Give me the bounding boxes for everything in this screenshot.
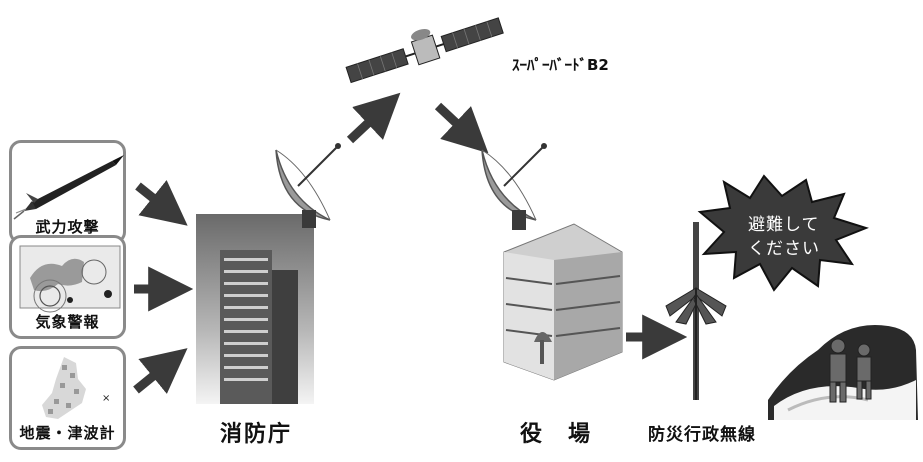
loudspeaker-tower-icon — [665, 222, 727, 400]
arrow-armed-attack-to-fire-agency — [135, 180, 188, 226]
fire-agency-label: 消防庁 — [220, 422, 293, 447]
arrow-fire-agency-to-satellite — [346, 92, 401, 144]
weather-map-icon — [19, 245, 121, 313]
arrow-satellite-to-town-office — [434, 102, 489, 154]
announcement-starburst — [697, 174, 869, 292]
missile-icon — [13, 155, 124, 220]
source-label-armed-attack: 武力攻撃 — [35, 218, 100, 236]
town-office-label: 役 場 — [520, 422, 593, 447]
source-label-earthquake-tsunami: 地震・津波計 — [19, 424, 116, 442]
satellite-dish-icon — [275, 143, 341, 228]
evacuees-illustration — [768, 325, 918, 420]
satellite-label: ｽｰﾊﾟｰﾊﾞｰﾄﾞB2 — [512, 56, 609, 74]
town-office-building — [503, 223, 623, 381]
announcement-text-line1: 避難して — [748, 215, 820, 235]
disaster-radio-label: 防災行政無線 — [648, 425, 756, 445]
source-box-weather-warning: 気象警報 — [9, 235, 126, 339]
announcement-text-line2: ください — [748, 239, 820, 259]
source-label-weather-warning: 気象警報 — [35, 313, 100, 331]
satellite-dish-icon — [481, 143, 547, 230]
satellite-icon — [345, 17, 504, 84]
svg-text:×: × — [102, 393, 110, 404]
source-box-armed-attack: 武力攻撃 — [9, 140, 126, 244]
arrow-earthquake-to-fire-agency — [133, 348, 188, 394]
source-box-earthquake-tsunami: × 地震・津波計 — [9, 346, 126, 450]
seismic-map-icon: × — [42, 357, 110, 419]
fire-agency-building — [196, 214, 314, 404]
